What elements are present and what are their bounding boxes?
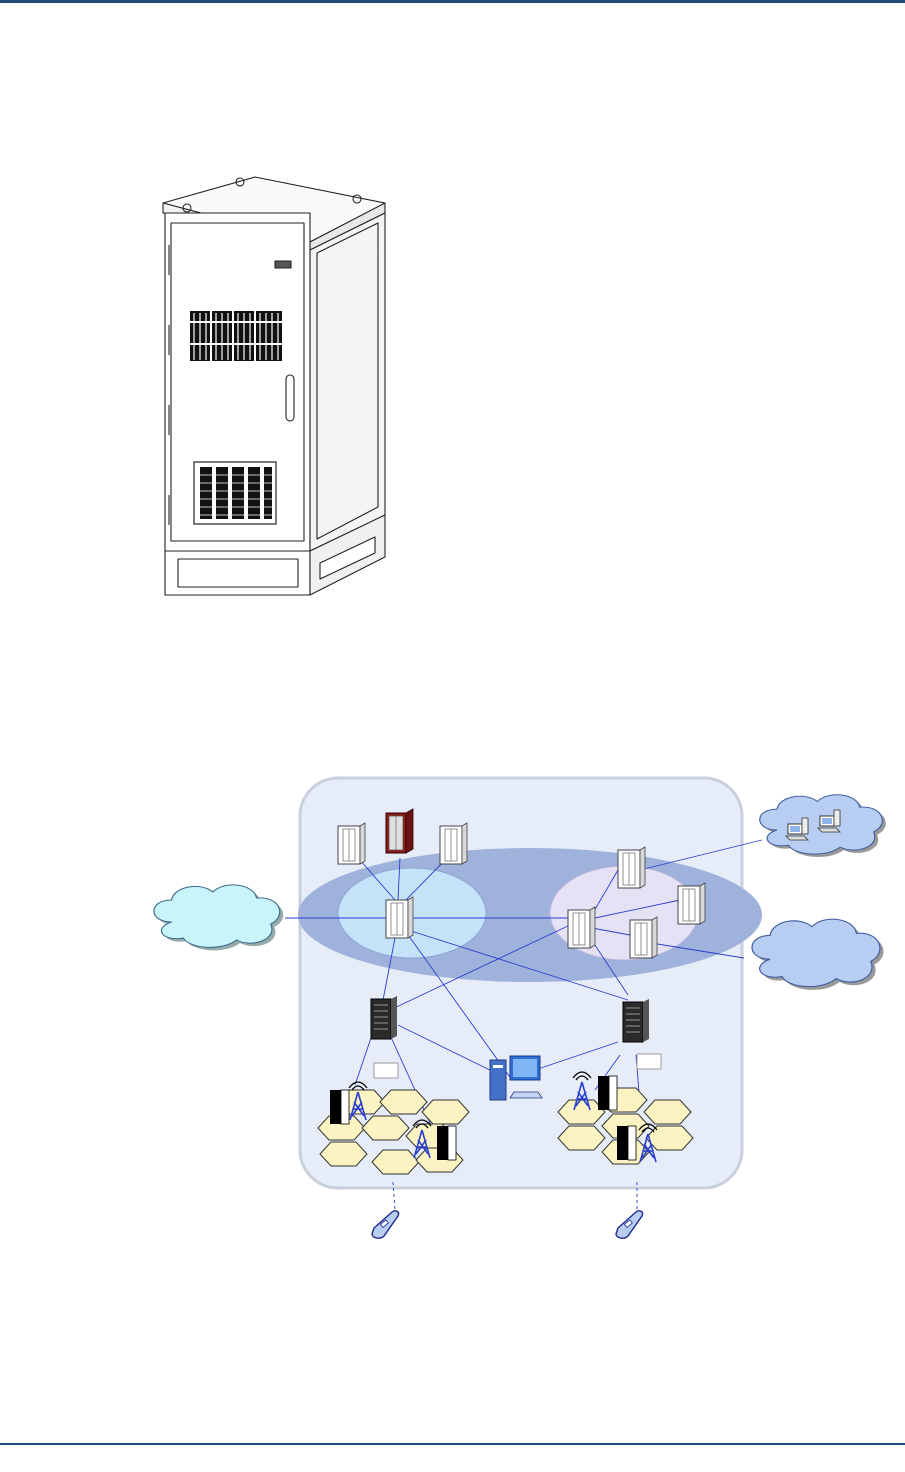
cabinet-side — [310, 213, 385, 551]
link-tag — [637, 1054, 661, 1069]
outdoor-cabinet-figure — [150, 165, 400, 605]
link-tag — [374, 1063, 398, 1078]
cloud-icon — [752, 919, 884, 990]
footer-rule — [0, 1443, 905, 1445]
server-rack-icon — [386, 809, 413, 853]
network-topology-figure — [140, 770, 905, 1245]
air-vent-icon — [190, 311, 282, 361]
cloud-icon — [154, 885, 283, 951]
network-topology-diagram — [140, 770, 905, 1245]
outdoor-cabinet-drawing — [150, 165, 400, 605]
mobile-phone-icon — [372, 1211, 643, 1238]
header-rule — [0, 0, 905, 3]
cabinet-door-handle-icon — [286, 375, 294, 421]
computer-terminal-icon — [490, 1056, 542, 1100]
